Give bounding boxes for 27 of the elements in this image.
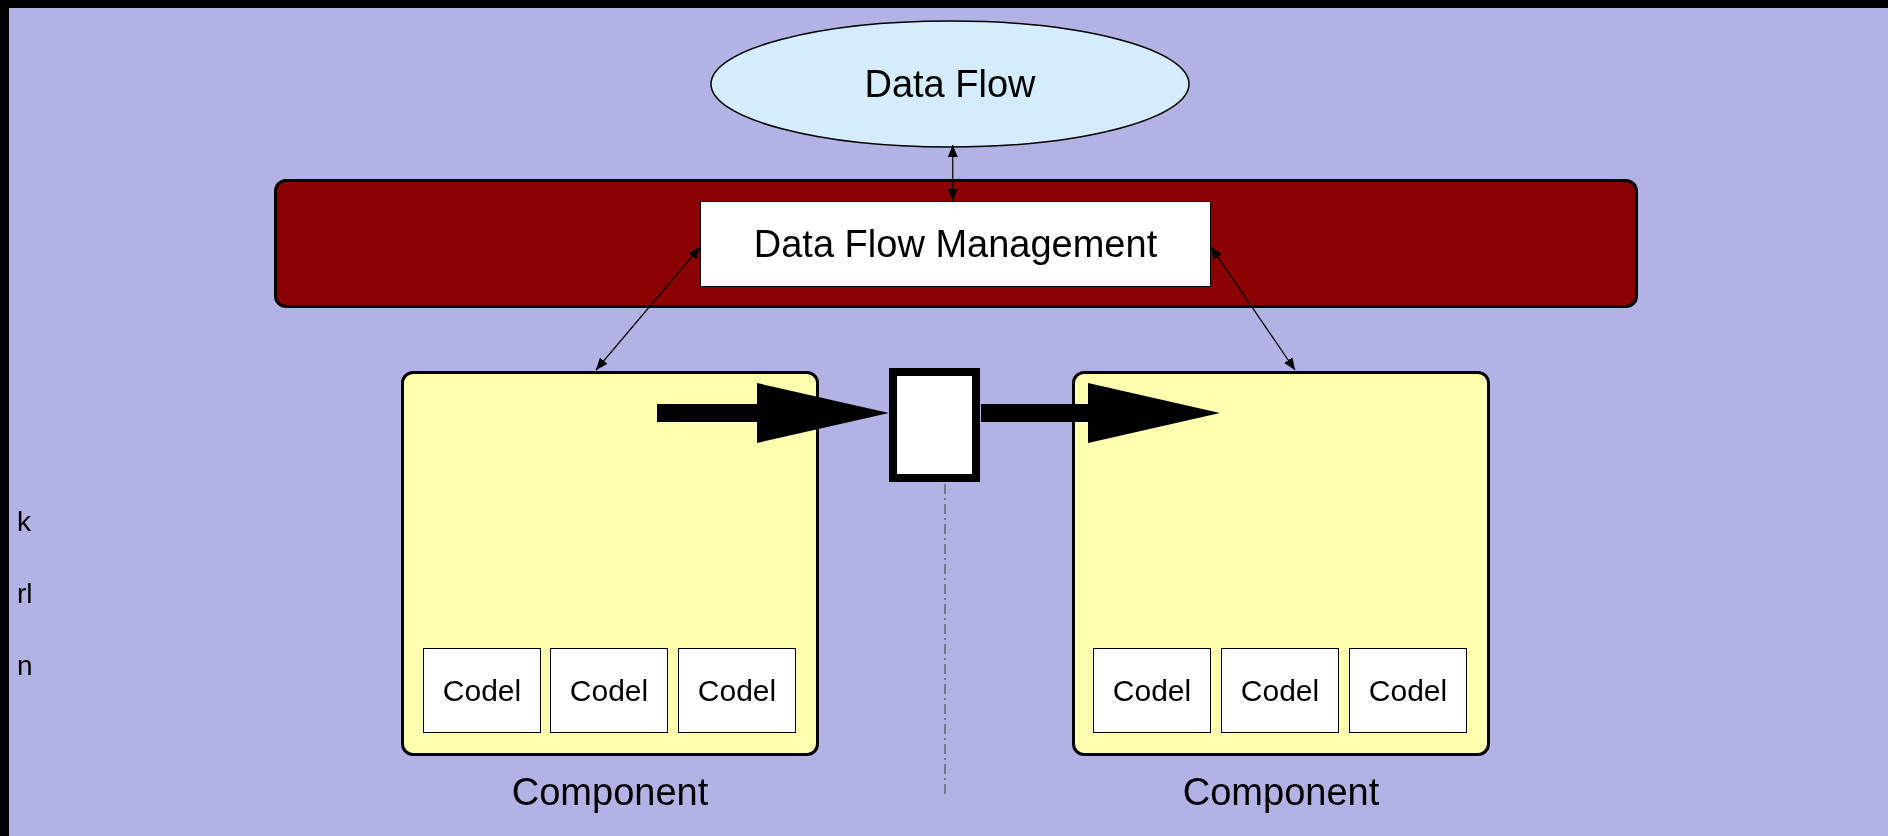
component-label: Component [510, 771, 710, 814]
arrow [947, 144, 958, 202]
node-text: Codel [569, 673, 649, 708]
arrow [1210, 246, 1296, 371]
label: k [17, 506, 31, 538]
codel-box [678, 648, 796, 733]
port-box [889, 368, 980, 482]
node-text: Codel [1368, 673, 1448, 708]
codel-box [550, 648, 668, 733]
thick-arrow [981, 383, 1220, 443]
process-box [700, 201, 1211, 287]
label: rl [17, 578, 33, 610]
codel-box [423, 648, 541, 733]
band [274, 179, 1638, 308]
node-text: Codel [1112, 673, 1192, 708]
codel-box [1349, 648, 1467, 733]
node-text: Codel [697, 673, 777, 708]
node-text: Data Flow Management [753, 222, 1158, 266]
node-text: Codel [1240, 673, 1320, 708]
node-text: Data Flow [864, 62, 1036, 106]
thick-arrow [657, 383, 889, 443]
codel-box [1093, 648, 1211, 733]
codel-box [1221, 648, 1339, 733]
component-label: Component [1181, 771, 1381, 814]
label: n [17, 650, 33, 682]
arrow [595, 246, 701, 371]
node-text: Codel [442, 673, 522, 708]
